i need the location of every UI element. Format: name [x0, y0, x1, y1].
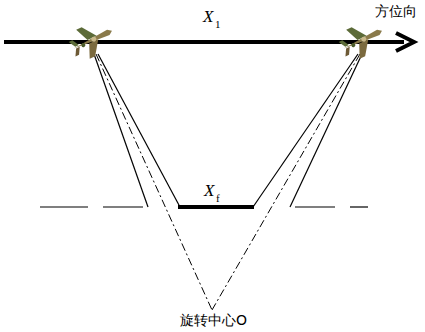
ground-line: [40, 206, 368, 207]
center-lines: [96, 54, 360, 310]
scene-segment: [178, 205, 254, 209]
beam-right: [253, 54, 362, 207]
symbol-x: X: [203, 8, 213, 25]
center-label: 旋转中心O: [178, 313, 249, 327]
aircraft-icon: [65, 16, 118, 64]
aircraft-icon: [335, 16, 388, 64]
axis-label: 方位向: [375, 4, 417, 18]
symbol-subscript: 1: [215, 19, 221, 30]
symbol-x: X: [204, 182, 214, 199]
axis-arrowhead: [396, 33, 414, 51]
symbol-subscript: f: [216, 193, 220, 204]
beam-left: [94, 54, 180, 207]
